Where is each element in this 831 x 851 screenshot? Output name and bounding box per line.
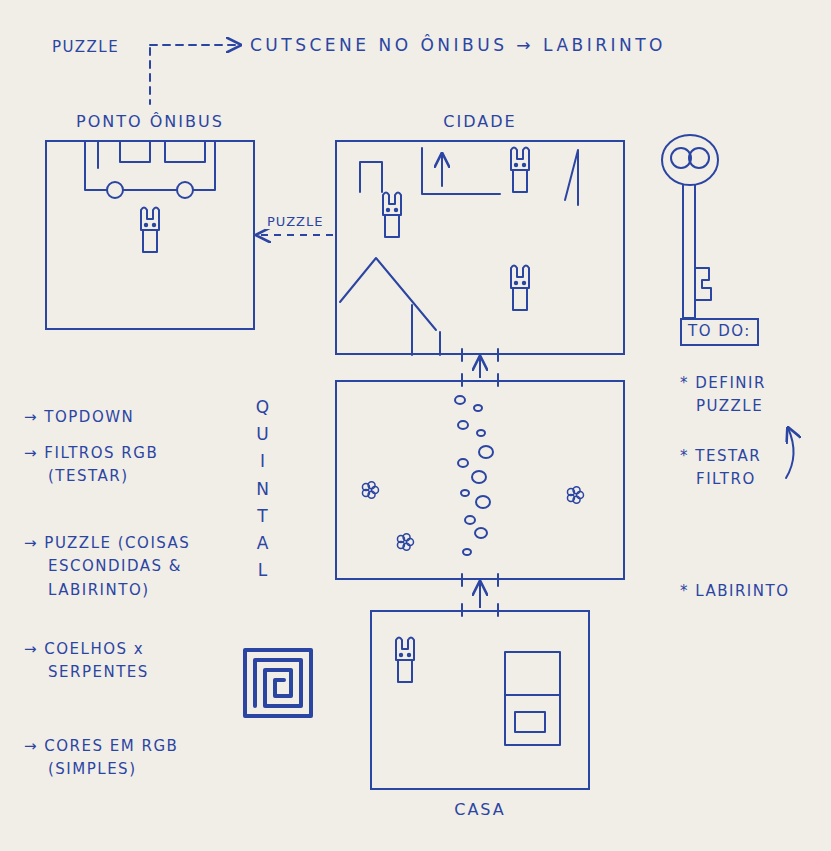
house-roof — [340, 258, 436, 330]
flower — [362, 482, 378, 499]
stepping-stone — [458, 421, 468, 429]
rabbit-eye — [387, 209, 389, 211]
rabbit-figure — [511, 148, 529, 193]
key-bow-loop — [689, 148, 709, 168]
rabbit-eye — [523, 282, 525, 284]
rabbit-body — [385, 215, 399, 237]
rabbit-body — [143, 230, 157, 252]
dashed-arrow — [150, 44, 240, 46]
rabbit-head — [383, 193, 401, 216]
note-text: → FILTROS RGB (TESTAR) — [24, 442, 160, 489]
note-text: PUZZLE — [52, 36, 119, 59]
room-name: CASA — [372, 800, 588, 821]
house-wall — [412, 305, 440, 355]
rabbit-eye — [515, 164, 517, 166]
note-text: → TOPDOWN — [24, 406, 248, 429]
flower — [567, 487, 583, 504]
key-bow — [662, 135, 718, 185]
rabbit-body — [513, 288, 527, 310]
rabbit-head — [396, 638, 414, 661]
bus-wheel — [177, 182, 193, 198]
todo-item: * LABIRINTO — [680, 580, 831, 603]
room-box: QUINTAL — [335, 380, 625, 580]
rabbit-eye — [408, 654, 410, 656]
flower-petal — [368, 482, 375, 489]
todo-item: * DEFINIR PUZZLE — [680, 372, 806, 419]
up-arrow — [441, 154, 443, 186]
dashed-line — [149, 48, 151, 104]
flower-petal — [573, 487, 580, 494]
rabbit-figure — [396, 638, 414, 683]
rabbit-figure — [383, 193, 401, 238]
stepping-stone — [458, 459, 468, 467]
rabbit-eye — [153, 224, 155, 226]
connector-arrow — [479, 357, 481, 378]
room-name: CIDADE — [337, 112, 623, 133]
rabbit-body — [513, 170, 527, 192]
bus-window — [165, 142, 205, 162]
stepping-stone — [472, 471, 486, 483]
bus-body — [85, 142, 215, 190]
room-box: CIDADE — [335, 140, 625, 355]
stepping-stone — [463, 549, 471, 555]
room-name: PONTO ÔNIBUS — [47, 112, 253, 133]
rabbit-eye — [145, 224, 147, 226]
rabbit-eye — [400, 654, 402, 656]
connector-arrow — [257, 234, 333, 236]
fridge — [505, 652, 560, 745]
key-bit — [695, 268, 711, 300]
note-text: → PUZZLE (COISAS ESCONDIDAS & LABIRINTO) — [24, 532, 260, 602]
todo-heading: TO DO: — [682, 320, 757, 344]
todo-item: * TESTAR FILTRO — [680, 445, 806, 492]
flow-text: CUTSCENE NO ÔNIBUS → LABIRINTO — [250, 32, 666, 58]
rabbit-head — [141, 208, 159, 231]
bus-wheel — [107, 182, 123, 198]
stepping-stone — [476, 496, 490, 508]
bus-window — [120, 142, 150, 162]
rabbit-head — [511, 266, 529, 289]
flower — [397, 534, 413, 551]
spiral-path — [255, 660, 301, 706]
stepping-stone — [479, 446, 493, 458]
bus-window — [97, 142, 99, 168]
rabbit-figure — [141, 208, 159, 253]
flower-petal — [403, 534, 410, 541]
rabbit-head — [511, 148, 529, 171]
note-text: → COELHOS x SERPENTES — [24, 638, 152, 685]
fridge-panel — [515, 712, 545, 732]
door-ticks — [462, 349, 498, 616]
note-text: → CORES EM RGB (SIMPLES) — [24, 735, 218, 782]
connector-arrow — [479, 582, 481, 608]
stepping-stone — [477, 430, 485, 436]
gate-symbol — [360, 162, 382, 192]
rabbit-eye — [515, 282, 517, 284]
stepping-stone — [455, 396, 465, 404]
room-name: QUINTAL — [254, 394, 271, 584]
rabbit-eye — [395, 209, 397, 211]
room-box: CASA — [370, 610, 590, 790]
fridge-line — [505, 694, 560, 696]
key-shaft — [683, 185, 695, 318]
stepping-stone — [474, 405, 482, 411]
signpost — [565, 150, 578, 205]
stepping-stone — [475, 528, 487, 538]
room-box: PONTO ÔNIBUS — [45, 140, 255, 330]
curved-arrow — [786, 428, 794, 478]
todo-box: TO DO: — [680, 318, 759, 346]
stepping-stone — [461, 490, 469, 496]
spiral-square — [245, 650, 311, 716]
rabbit-eye — [523, 164, 525, 166]
building-wall — [422, 148, 500, 194]
stepping-stone — [465, 516, 475, 524]
rabbit-figure — [511, 266, 529, 311]
rabbit-body — [398, 660, 412, 682]
edge-label: PUZZLE — [265, 214, 325, 229]
